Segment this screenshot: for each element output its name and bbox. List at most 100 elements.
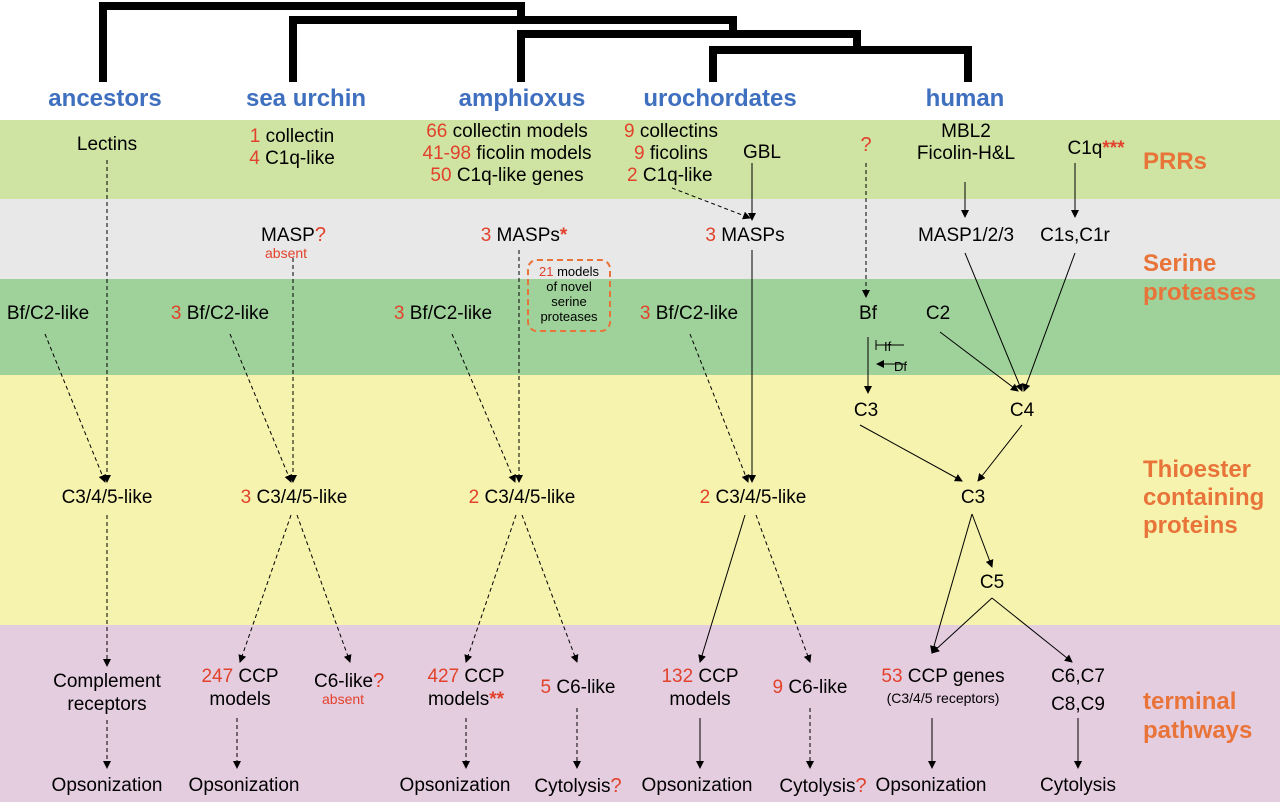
prr-band — [0, 120, 1280, 199]
uro-cytolysis: Cytolysis? — [779, 775, 867, 797]
am-ccp-models: models** — [427, 689, 505, 710]
su-opsonization: Opsonization — [188, 775, 300, 796]
am-opsonization: Opsonization — [399, 775, 511, 796]
su-c6-absent: absent — [322, 691, 365, 707]
arrow-c4-c3 — [977, 424, 1023, 482]
tree-node-4 — [709, 46, 972, 82]
uro-c345: 2 C3/4/5-like — [699, 487, 807, 508]
dashed-arrows — [44, 160, 870, 769]
uro-ficolin: 9 ficolins — [634, 143, 708, 164]
am-collectin: 66 collectin models — [426, 121, 588, 142]
arrow-uro-prr-masp — [671, 187, 751, 220]
hu-prr-question: ? — [860, 134, 872, 156]
row-label-thioester: Thioester — [1143, 456, 1252, 483]
serine-band-lower — [0, 279, 1280, 375]
su-masp-question: ? — [314, 224, 326, 246]
hu-ccp: 53 CCP genes — [881, 666, 1005, 687]
hu-c4: C4 — [1009, 400, 1035, 421]
arrow-c3-ccp — [930, 513, 973, 654]
uro-masp: 3 MASPs — [705, 225, 785, 246]
uro-ccp-models: models — [669, 689, 731, 710]
uro-collectin: 9 collectins — [624, 121, 719, 142]
su-collectin: 1 collectin — [249, 126, 335, 147]
arrow-su-bf-c345 — [229, 333, 293, 483]
anc-bf-c2: Bf/C2-like — [6, 303, 90, 324]
hu-c89: C8,C9 — [1051, 694, 1105, 715]
uro-bf: 3 Bf/C2-like — [639, 303, 739, 324]
row-label-containing: containing — [1143, 484, 1265, 511]
serine-band-upper — [0, 199, 1280, 279]
hu-c1s: C1s,C1r — [1040, 225, 1110, 246]
header-ancestors: ancestors — [48, 85, 162, 112]
solid-arrows — [696, 163, 1082, 769]
hu-ccp-sub: (C3/4/5 receptors) — [886, 690, 1000, 706]
arrow-uro-c345-c6 — [755, 514, 812, 663]
uro-c6: 9 C6-like — [772, 677, 848, 698]
arrow-c2-c4 — [939, 331, 1019, 392]
am-ccp: 427 CCP — [427, 666, 505, 687]
header-amphioxus: amphioxus — [458, 85, 586, 112]
anc-c345: C3/4/5-like — [61, 487, 153, 508]
arrow-su-c345-ccp — [238, 514, 292, 663]
am-c345: 2 C3/4/5-like — [468, 487, 576, 508]
uro-opsonization: Opsonization — [641, 775, 753, 796]
anc-receptors-1: Complement — [53, 671, 161, 692]
su-c6: C6-like? — [314, 670, 385, 692]
am-cytolysis: Cytolysis? — [534, 775, 622, 797]
hu-c2: C2 — [925, 303, 951, 324]
am-bf: 3 Bf/C2-like — [393, 303, 493, 324]
hu-c3-upper: C3 — [853, 400, 879, 421]
hu-masp: MASP1/2/3 — [917, 225, 1015, 246]
arrow-su-c345-c6 — [296, 514, 352, 663]
su-ccp-models: models — [209, 689, 271, 710]
su-bf: 3 Bf/C2-like — [170, 303, 270, 324]
am-c1q: 50 C1q-like genes — [430, 165, 584, 186]
hu-mbl2: MBL2 — [941, 121, 991, 142]
arrow-c5-ccp — [931, 597, 993, 654]
hu-ficolin: Ficolin-H&L — [916, 143, 1016, 164]
hu-opsonization: Opsonization — [875, 775, 987, 796]
row-label-proteases: proteases — [1143, 279, 1257, 306]
arrow-am-c345-c6 — [521, 514, 579, 663]
phylogenetic-tree — [99, 2, 972, 82]
hu-c1q: C1q*** — [1067, 138, 1125, 159]
anc-lectins: Lectins — [76, 134, 138, 155]
header-human: human — [925, 85, 1005, 112]
header-urochordates: urochordates — [643, 85, 797, 112]
am-ficolin: 41-98 ficolin models — [422, 143, 592, 164]
row-label-proteins: proteins — [1143, 512, 1238, 539]
hu-cytolysis: Cytolysis — [1039, 775, 1117, 796]
arrow-c5-c6 — [991, 597, 1073, 663]
header-sea-urchin: sea urchin — [245, 85, 367, 112]
uro-ccp: 132 CCP — [661, 666, 739, 687]
arrow-c3-c3 — [859, 424, 963, 482]
hu-c67: C6,C7 — [1051, 666, 1105, 687]
row-label-serine: Serine — [1143, 250, 1217, 277]
am-masp: 3 MASPs* — [480, 225, 568, 246]
su-masp: MASP? — [261, 224, 326, 246]
tree-root — [99, 2, 525, 82]
arrow-am-bf-c345 — [451, 333, 516, 483]
row-label-prrs: PRRs — [1143, 148, 1208, 175]
hu-if: If — [884, 339, 892, 354]
novel-serine-proteases-box: 21 models of novel serine proteases — [527, 259, 611, 332]
factor-marks — [875, 340, 904, 368]
hu-bf: Bf — [859, 303, 877, 324]
row-label-terminal: terminal — [1143, 688, 1237, 715]
arrow-c1s-c4 — [1022, 252, 1076, 392]
tree-node-3 — [517, 30, 861, 82]
arrow-masp-c4 — [964, 252, 1024, 392]
row-label-pathways: pathways — [1143, 717, 1253, 744]
arrow-anc-bf-c345 — [44, 333, 107, 483]
tree-node-2 — [289, 16, 737, 82]
su-ccp: 247 CCP — [201, 666, 279, 687]
arrow-uro-bf-c345 — [689, 333, 750, 483]
uro-c1q: 2 C1q-like — [627, 165, 713, 186]
terminal-band — [0, 625, 1280, 802]
hu-c3: C3 — [960, 487, 986, 508]
arrow-uro-c345-ccp — [698, 514, 746, 663]
arrow-am-c345-ccp — [464, 514, 517, 663]
su-c6-question: ? — [373, 670, 385, 692]
anc-opsonization: Opsonization — [51, 775, 163, 796]
